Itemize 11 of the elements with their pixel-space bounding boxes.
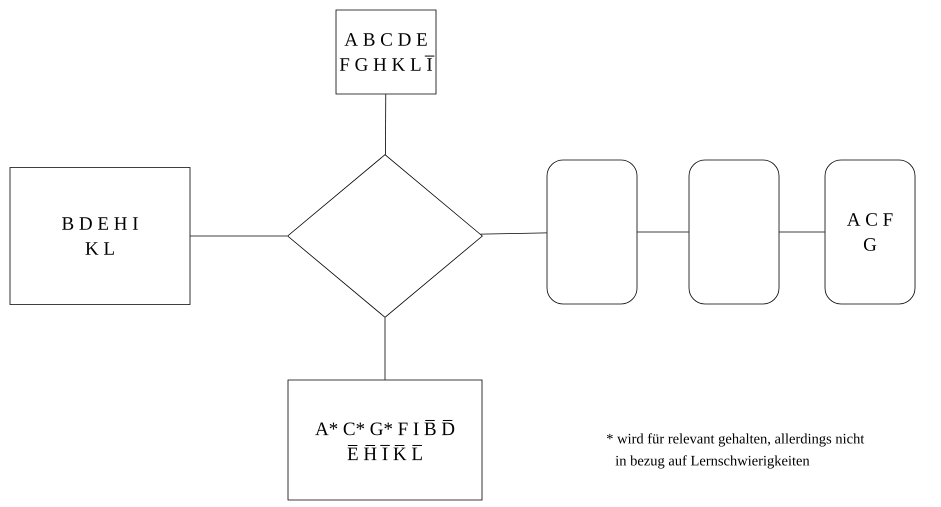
connector-line xyxy=(480,232,547,235)
connector-line xyxy=(385,94,386,155)
decision-diamond xyxy=(287,154,483,318)
rounded-box xyxy=(546,160,638,304)
connector-line xyxy=(384,318,386,380)
footnote-text: * wird für relevant gehalten, allerdings nicht in bezug auf Lernschwierigkeiten xyxy=(606,433,864,469)
text-box: A B C D E F G H K L I̅ xyxy=(336,10,436,94)
text-box: B D E H I K L xyxy=(10,167,190,305)
rounded-box xyxy=(688,160,780,304)
text-box: A* C* G* F I B̅ D̅ E̅ H̅ I̅ K̅ L̅ xyxy=(288,380,482,500)
rounded-box: A C F G xyxy=(824,160,916,304)
